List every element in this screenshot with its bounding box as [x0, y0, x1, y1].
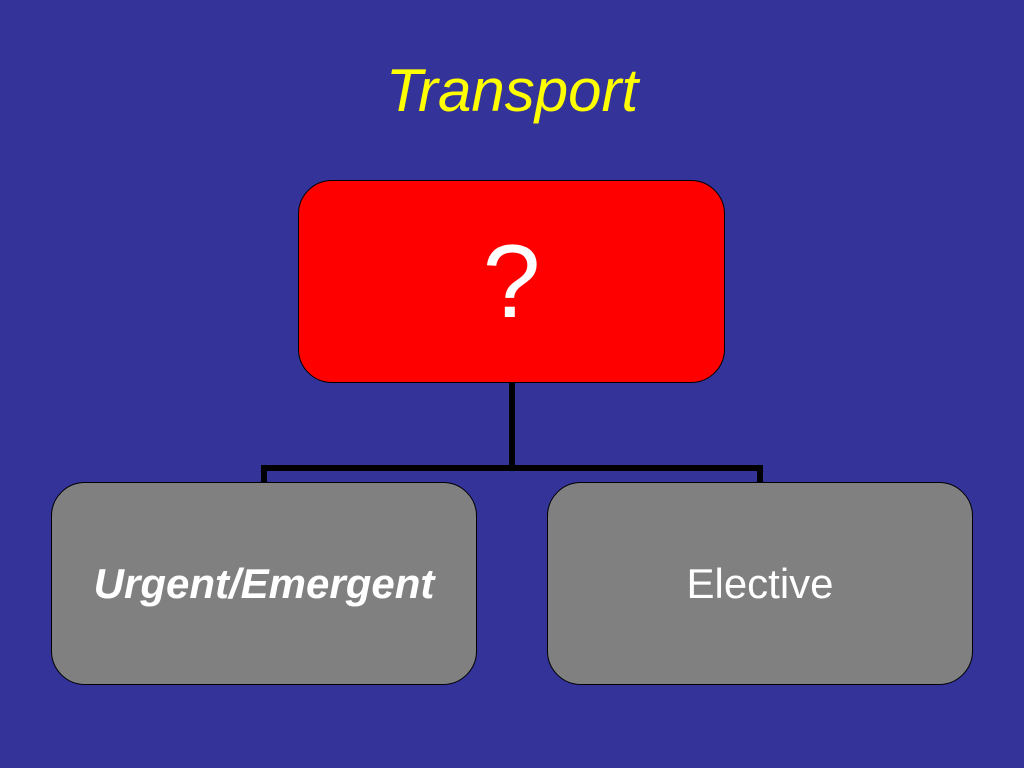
root-node-label: ?: [482, 223, 541, 340]
child-node-label-urgent-emergent: Urgent/Emergent: [93, 559, 435, 607]
child-node-elective: Elective: [547, 482, 973, 685]
slide-title: Transport: [385, 57, 639, 124]
child-node-label-elective: Elective: [686, 559, 834, 607]
child-node-urgent-emergent: Urgent/Emergent: [51, 482, 477, 685]
root-node: ?: [298, 180, 725, 383]
